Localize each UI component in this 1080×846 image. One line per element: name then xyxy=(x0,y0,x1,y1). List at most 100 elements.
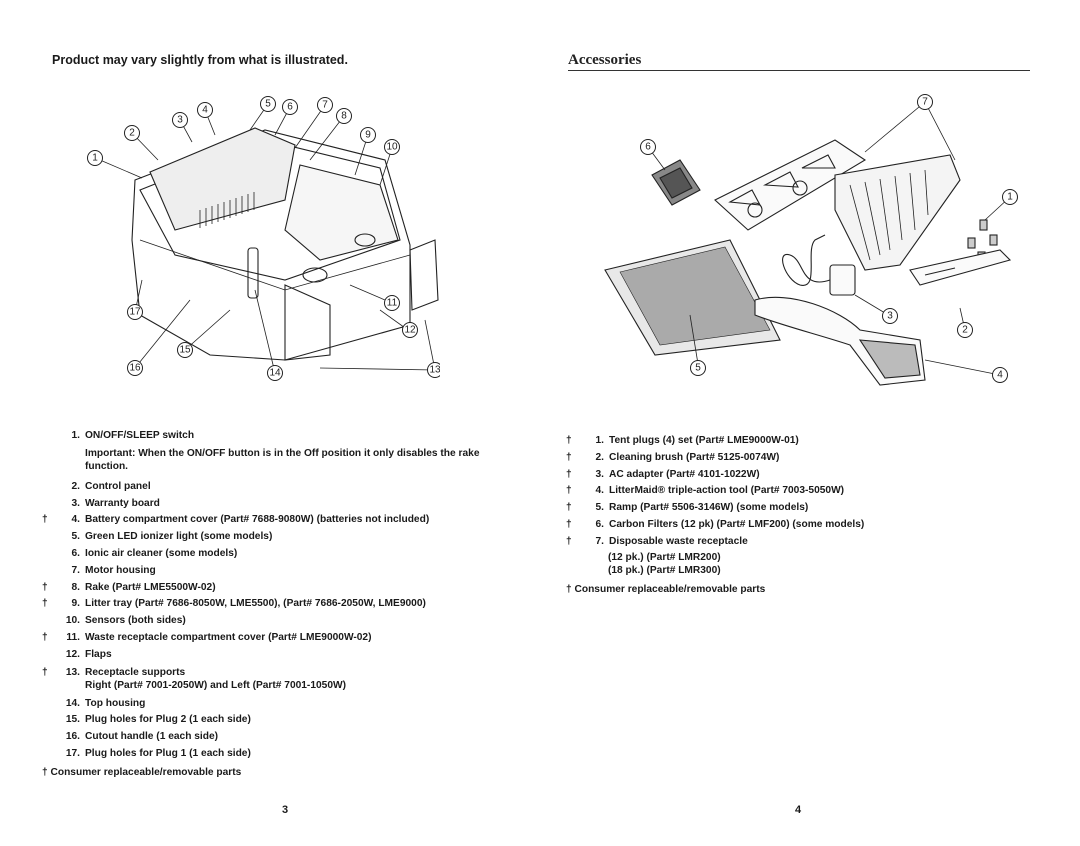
accessories-illustration: 1 2 3 4 5 6 7 xyxy=(604,94,1018,386)
svg-text:5: 5 xyxy=(265,99,271,110)
plug-hole xyxy=(354,233,376,247)
svg-text:13: 13 xyxy=(429,365,440,376)
svg-text:4: 4 xyxy=(202,105,208,116)
svg-text:17: 17 xyxy=(129,307,141,318)
litter-box-body xyxy=(131,129,411,361)
svg-text:8: 8 xyxy=(341,111,347,122)
svg-text:9: 9 xyxy=(365,130,371,141)
litter-box-illustration: 1 2 3 4 5 6 7 8 9 10 11 12 13 14 15 16 1… xyxy=(87,96,440,381)
list-item: 7.Motor housing xyxy=(71,564,156,576)
motor-housing xyxy=(149,127,296,231)
list-item: †2.Cleaning brush (Part# 5125-0074W) xyxy=(566,451,780,463)
callout-7: 7 xyxy=(917,94,933,110)
callout-5: 5 xyxy=(690,360,706,376)
ac-adapter xyxy=(782,234,856,296)
list-item: †4.Battery compartment cover (Part# 7688… xyxy=(42,514,430,526)
svg-text:11: 11 xyxy=(387,298,398,309)
list-item: 2.Control panel xyxy=(71,480,151,492)
receptacle-support xyxy=(409,239,439,311)
list-item: 16.Cutout handle (1 each side) xyxy=(65,731,219,743)
list-item: †7.Disposable waste receptacle xyxy=(566,535,748,547)
page-number: 4 xyxy=(795,804,802,816)
product-note-heading: Product may vary slightly from what is i… xyxy=(52,53,348,67)
list-item: 15.Plug holes for Plug 2 (1 each side) xyxy=(65,714,251,726)
list-item: 17.Plug holes for Plug 1 (1 each side) xyxy=(65,747,251,759)
list-item: 3.Warranty board xyxy=(71,497,160,509)
right-page: Accessories xyxy=(540,0,1080,846)
list-item: †4.LitterMaid® triple-action tool (Part#… xyxy=(566,485,845,497)
list-item: 10.Sensors (both sides) xyxy=(65,615,186,627)
left-page: Product may vary slightly from what is i… xyxy=(42,53,482,816)
callout-2: 2 xyxy=(957,322,973,338)
accessories-list: †1.Tent plugs (4) set (Part# LME9000W-01… xyxy=(566,433,1026,598)
callout-9: 9 xyxy=(360,127,376,143)
svg-text:7: 7 xyxy=(322,100,328,111)
parts-list: 1.ON/OFF/SLEEP switch Important: When th… xyxy=(42,428,482,782)
callout-17: 17 xyxy=(127,304,143,320)
callout-2: 2 xyxy=(124,125,140,141)
svg-text:2: 2 xyxy=(129,128,135,139)
accessories-heading: Accessories xyxy=(568,52,1030,71)
footnote: † Consumer replaceable/removable parts xyxy=(566,583,766,595)
footnote: † Consumer replaceable/removable parts xyxy=(42,766,242,778)
list-item: 12.Flaps xyxy=(65,648,112,660)
svg-text:16: 16 xyxy=(129,363,141,374)
waste-receptacle-lid xyxy=(714,139,867,231)
list-item: 5.Green LED ionizer light (some models) xyxy=(71,531,273,543)
svg-text:12: 12 xyxy=(404,325,416,336)
svg-text:4: 4 xyxy=(997,370,1003,381)
callout-11: 11 xyxy=(384,295,400,311)
important-note: Important: When the ON/OFF button is in … xyxy=(85,447,480,472)
callout-12: 12 xyxy=(402,322,418,338)
svg-text:5: 5 xyxy=(695,363,701,374)
callout-5: 5 xyxy=(260,96,276,112)
rake-tines xyxy=(199,192,255,228)
list-item: †1.Tent plugs (4) set (Part# LME9000W-01… xyxy=(566,435,799,446)
callout-1: 1 xyxy=(87,150,103,166)
svg-text:15: 15 xyxy=(179,345,191,356)
list-item-subline: Right (Part# 7001-2050W) and Left (Part#… xyxy=(85,679,346,691)
list-item: †13.Receptacle supports xyxy=(42,666,186,678)
receptacle-pack-18: (18 pk.) (Part# LMR300) xyxy=(608,564,721,576)
callout-1: 1 xyxy=(1002,189,1018,205)
callout-7: 7 xyxy=(317,97,333,113)
svg-text:14: 14 xyxy=(269,368,281,379)
svg-text:1: 1 xyxy=(1007,192,1013,203)
svg-text:10: 10 xyxy=(386,142,398,153)
callout-8: 8 xyxy=(336,108,352,124)
svg-text:6: 6 xyxy=(287,102,293,113)
carbon-filter xyxy=(651,159,701,206)
callout-4: 4 xyxy=(197,102,213,118)
svg-text:7: 7 xyxy=(922,97,928,108)
list-item: †6.Carbon Filters (12 pk) (Part# LMF200)… xyxy=(566,518,865,530)
svg-text:2: 2 xyxy=(962,325,968,336)
callout-16: 16 xyxy=(127,360,143,376)
list-item: 1.ON/OFF/SLEEP switch xyxy=(71,430,195,441)
receptacle-pack-12: (12 pk.) (Part# LMR200) xyxy=(608,551,721,563)
page-number: 3 xyxy=(282,804,289,816)
list-item: †3.AC adapter (Part# 4101-1022W) xyxy=(566,468,760,480)
callout-4: 4 xyxy=(992,367,1008,383)
list-item: †11.Waste receptacle compartment cover (… xyxy=(42,631,372,643)
callout-14: 14 xyxy=(267,365,283,381)
svg-text:3: 3 xyxy=(887,311,893,322)
side-flap xyxy=(284,284,331,361)
callout-3: 3 xyxy=(172,112,188,128)
callout-10: 10 xyxy=(384,139,400,155)
list-item: †5.Ramp (Part# 5506-3146W) (some models) xyxy=(566,502,809,514)
cleaning-brush xyxy=(909,249,1012,286)
list-item: 6.Ionic air cleaner (some models) xyxy=(71,547,238,559)
svg-text:1: 1 xyxy=(92,153,98,164)
cutout-handle xyxy=(247,247,259,299)
callout-3: 3 xyxy=(882,308,898,324)
list-item: †8.Rake (Part# LME5500W-02) xyxy=(42,581,216,593)
triple-action-tool xyxy=(754,296,926,386)
waste-compartment-cover xyxy=(284,164,399,261)
svg-text:3: 3 xyxy=(177,115,183,126)
svg-text:6: 6 xyxy=(645,142,651,153)
callout-13: 13 xyxy=(427,362,440,378)
ramp xyxy=(604,239,781,356)
list-item: †9.Litter tray (Part# 7686-8050W, LME550… xyxy=(42,598,426,610)
callout-15: 15 xyxy=(177,342,193,358)
callout-6: 6 xyxy=(640,139,656,155)
